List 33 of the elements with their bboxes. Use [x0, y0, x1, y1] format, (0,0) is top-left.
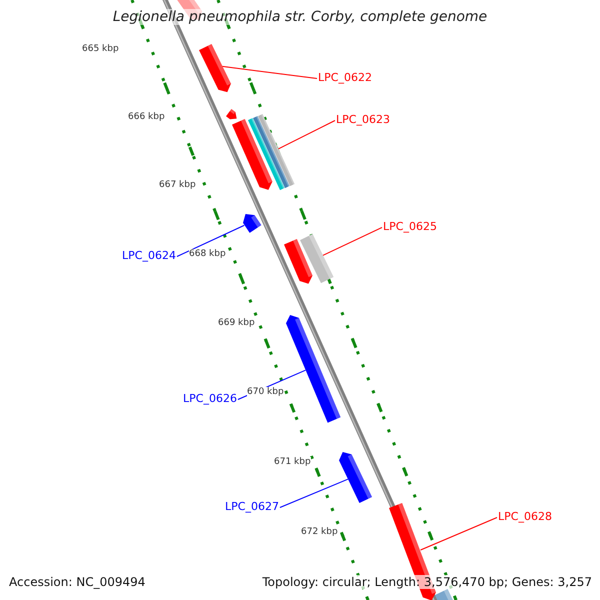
gene-block: [284, 239, 312, 284]
gene-block: [300, 234, 334, 284]
gene-block: [339, 452, 372, 504]
gene-label: LPC_0625: [383, 220, 437, 233]
gene-label: LPC_0627: [225, 500, 279, 513]
tick-label: 669 kbp: [218, 318, 255, 328]
gene-block: [226, 109, 237, 120]
gene-block: [252, 116, 290, 188]
gene-block: [242, 214, 261, 233]
leader-line: [176, 224, 245, 257]
gene-label: LPC_0622: [318, 71, 372, 84]
tick-label: 671 kbp: [274, 457, 311, 467]
tick-label: 665 kbp: [82, 44, 119, 54]
leader-line: [222, 66, 318, 79]
gene-block: [286, 315, 340, 423]
tick-label: 668 kbp: [189, 249, 226, 259]
gene-label: LPC_0626: [183, 392, 237, 405]
leader-line: [420, 517, 498, 551]
tick-label: 670 kbp: [247, 387, 284, 397]
tick-label: 672 kbp: [301, 527, 338, 537]
leader-line: [279, 478, 349, 508]
leader-line: [278, 120, 336, 150]
gene-label: LPC_0623: [336, 113, 390, 126]
leader-line: [322, 227, 382, 256]
gene-label: LPC_0628: [498, 510, 552, 523]
gene-block: [232, 119, 272, 190]
tick-label: 666 kbp: [128, 112, 165, 122]
gene-block: [258, 114, 294, 186]
gene-label: LPC_0624: [122, 249, 176, 262]
gene-block: [248, 118, 284, 190]
gene-block: [198, 44, 231, 92]
footer-text: Accession: NC_009494: [9, 575, 146, 589]
tick-label: 667 kbp: [159, 180, 196, 190]
